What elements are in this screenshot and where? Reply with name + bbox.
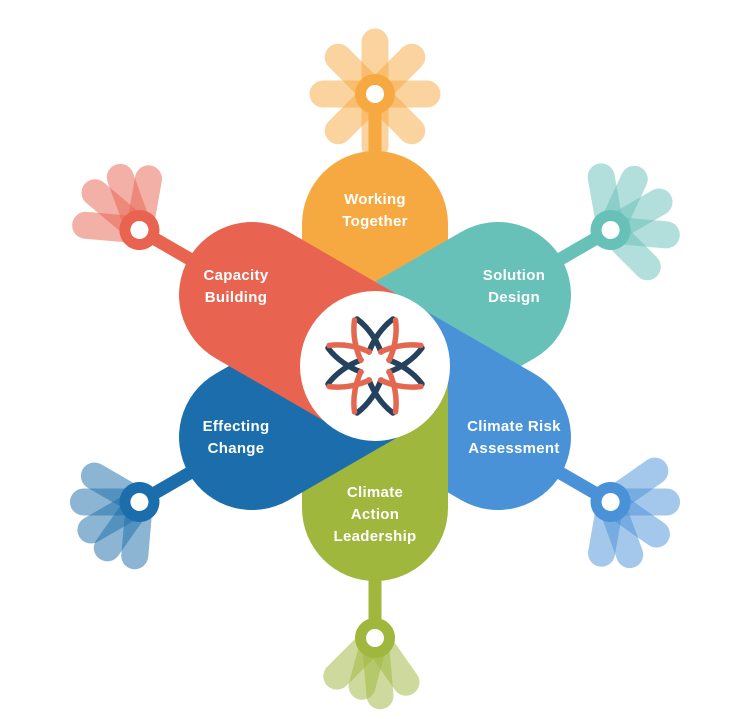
solution-design-hub-ring: [590, 210, 631, 251]
effecting-change-hub-ring: [119, 481, 160, 522]
climate-action-leadership-label: Action: [351, 506, 399, 523]
climate-risk-assessment-hub-ring: [590, 482, 631, 522]
climate-risk-assessment-label: Assessment: [468, 440, 559, 457]
climate-action-leadership-label: Leadership: [333, 528, 416, 545]
climate-action-leadership-label: Climate: [347, 484, 403, 501]
solution-design-label: Solution: [483, 267, 545, 284]
petal-labels: Working Together Solution Design Climate…: [203, 191, 561, 545]
climate-risk-assessment-label: Climate Risk: [467, 418, 561, 435]
working-together-hub-ring: [355, 74, 395, 114]
center-logo-coral-arcs: [326, 317, 424, 415]
solution-design-label: Design: [488, 289, 540, 306]
center-logo: [325, 316, 425, 416]
capacity-building-label: Building: [205, 289, 267, 306]
capacity-building-label: Capacity: [204, 267, 269, 284]
working-together-blossom-icon: [309, 28, 441, 260]
effecting-change-label: Change: [208, 440, 265, 457]
climate-action-leadership-hub-ring: [355, 618, 395, 658]
working-together-label: Working: [344, 191, 406, 208]
effecting-change-label: Effecting: [203, 418, 270, 435]
center-logo-navy-arcs: [325, 316, 425, 416]
center-disc: [300, 291, 450, 441]
capacity-building-hub-ring: [119, 210, 160, 251]
working-together-label: Together: [342, 213, 407, 230]
